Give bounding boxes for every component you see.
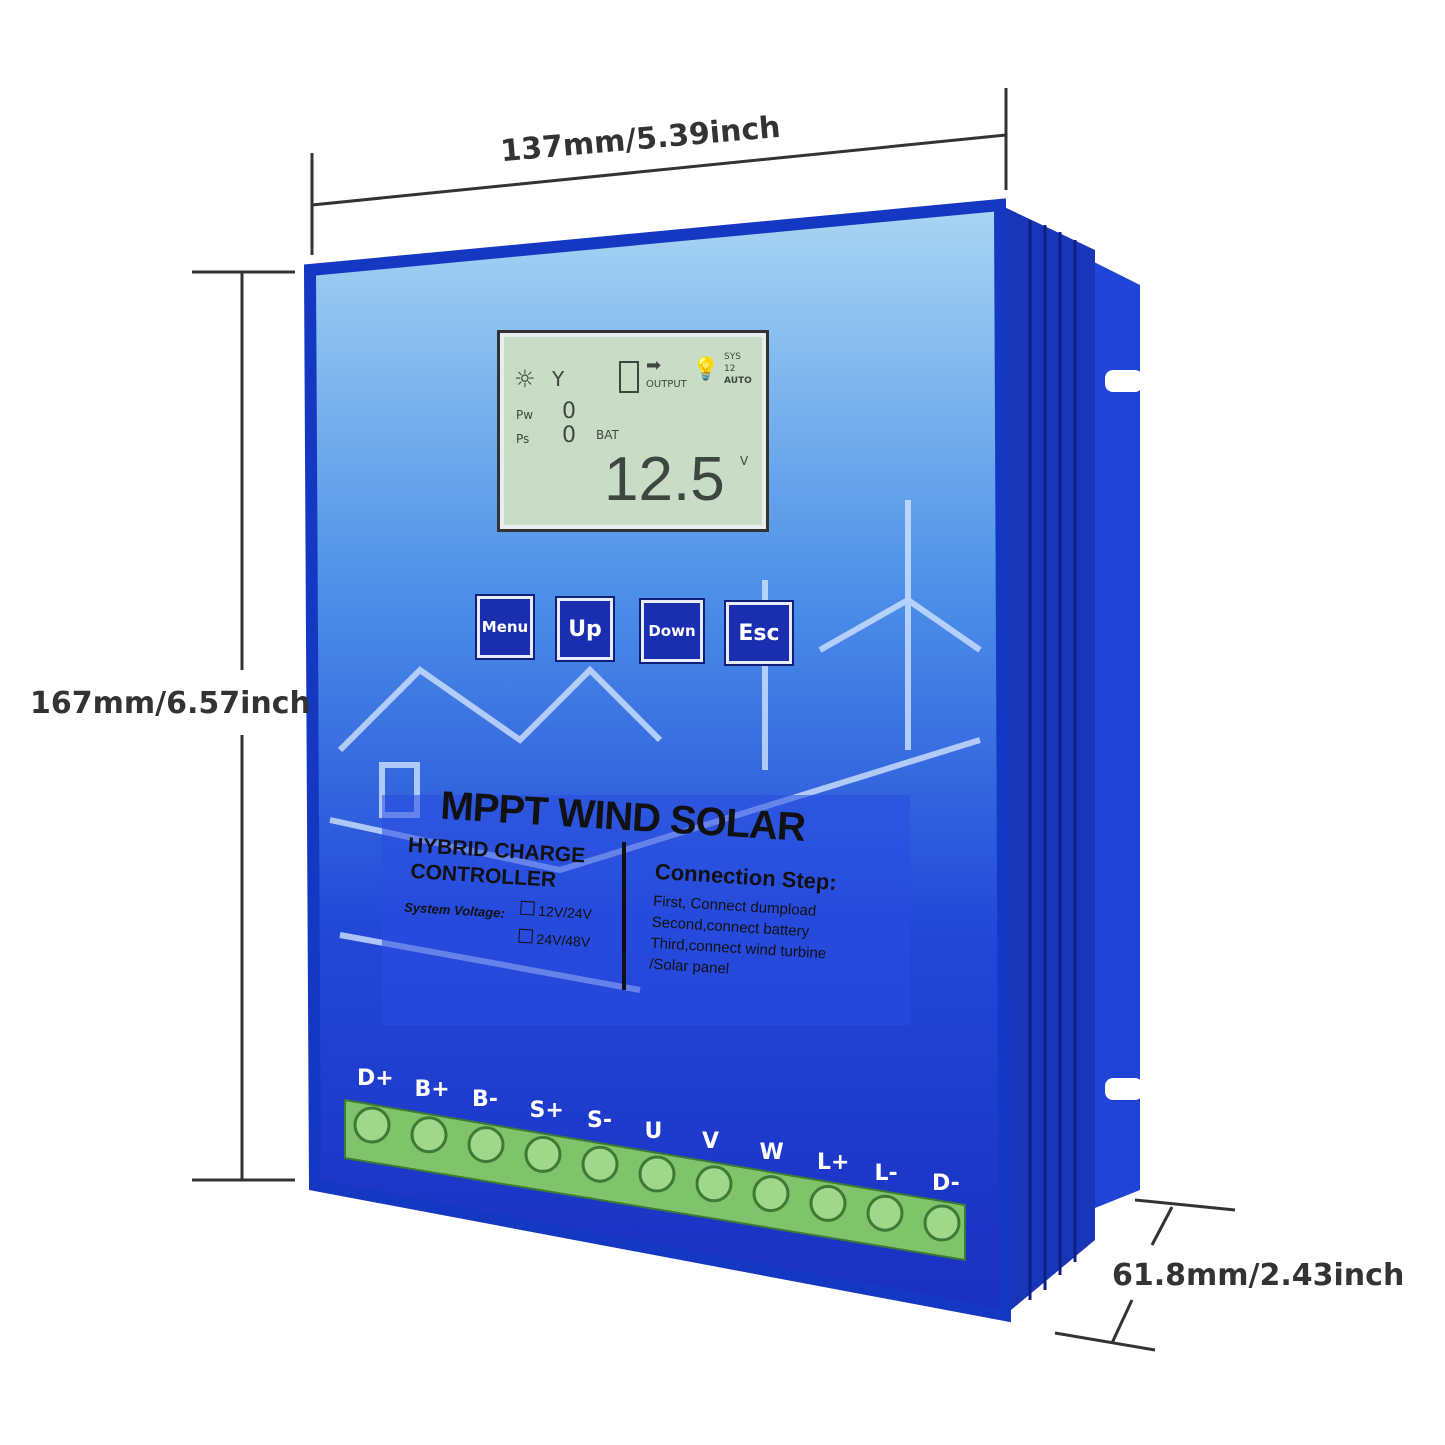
esc-button[interactable]: Esc	[726, 602, 792, 664]
terminal-label: B-	[472, 1087, 498, 1112]
terminal-screws	[353, 1106, 961, 1242]
terminal-label: V	[702, 1129, 720, 1154]
checkbox-icon	[518, 928, 534, 944]
voltage-option-1: 12V/24V	[520, 900, 593, 923]
pw-label: Pw	[516, 408, 534, 422]
mode-label: AUTO	[724, 376, 752, 386]
terminal-screw[interactable]	[467, 1126, 505, 1164]
voltage-option-2-label: 24V/48V	[536, 930, 591, 950]
bulb-icon: 💡	[692, 357, 720, 382]
voltage-option-1-label: 12V/24V	[537, 902, 593, 923]
sys-label: SYS	[724, 352, 741, 362]
terminal-screw[interactable]	[353, 1106, 391, 1144]
bat-label: BAT	[596, 428, 619, 442]
terminal-label: D+	[357, 1066, 394, 1091]
battery-icon	[619, 361, 639, 393]
voltage-unit: V	[740, 454, 749, 468]
connection-step-title: Connection Step:	[654, 858, 838, 895]
depth-dimension: 61.8mm/2.43inch	[1112, 1258, 1405, 1293]
terminal-screw[interactable]	[809, 1184, 847, 1222]
terminal-label: L+	[817, 1150, 850, 1175]
sys-value: 12	[724, 364, 736, 374]
dimension-lines	[192, 88, 1236, 1352]
output-label: OUTPUT	[646, 379, 687, 390]
terminal-screw[interactable]	[752, 1175, 790, 1213]
down-button[interactable]: Down	[641, 600, 703, 662]
height-dimension: 167mm/6.57inch	[30, 686, 311, 721]
terminal-screw[interactable]	[695, 1165, 733, 1203]
terminal-screw[interactable]	[410, 1116, 448, 1154]
terminal-label: S-	[587, 1108, 612, 1133]
ps-value: 0	[562, 423, 576, 448]
terminal-screw[interactable]	[581, 1145, 619, 1183]
ps-label: Ps	[516, 432, 530, 446]
terminal-label: S+	[529, 1097, 564, 1123]
terminal-screw[interactable]	[524, 1135, 562, 1173]
arrow-right-icon: ➡	[646, 355, 662, 376]
voltage-readout: 12.5	[604, 445, 725, 514]
wind-turbine-icon: Y	[552, 367, 565, 391]
menu-button[interactable]: Menu	[477, 596, 533, 658]
terminal-screw[interactable]	[866, 1194, 904, 1232]
terminal-label: U	[644, 1118, 663, 1144]
sun-icon: ☼	[514, 365, 536, 393]
terminal-label: W	[759, 1139, 784, 1165]
pw-value: 0	[562, 399, 576, 424]
terminal-label: B+	[414, 1076, 450, 1102]
terminal-screw[interactable]	[638, 1155, 676, 1193]
voltage-option-2: 24V/48V	[518, 928, 591, 950]
up-button[interactable]: Up	[557, 598, 613, 660]
terminal-label: D-	[932, 1171, 960, 1196]
system-voltage-label: System Voltage:	[403, 899, 506, 921]
terminal-screw[interactable]	[923, 1204, 961, 1242]
label-panel: MPPT WIND SOLAR HYBRID CHARGE CONTROLLER…	[369, 780, 921, 1033]
connection-steps: First, Connect dumpload Second,connect b…	[649, 891, 830, 986]
lcd-display: ☼ Y ➡ OUTPUT 💡 SYS 12 AUTO Pw Ps 0 0 BAT…	[497, 330, 769, 532]
terminal-label: L-	[874, 1160, 898, 1186]
checkbox-icon	[520, 900, 535, 916]
